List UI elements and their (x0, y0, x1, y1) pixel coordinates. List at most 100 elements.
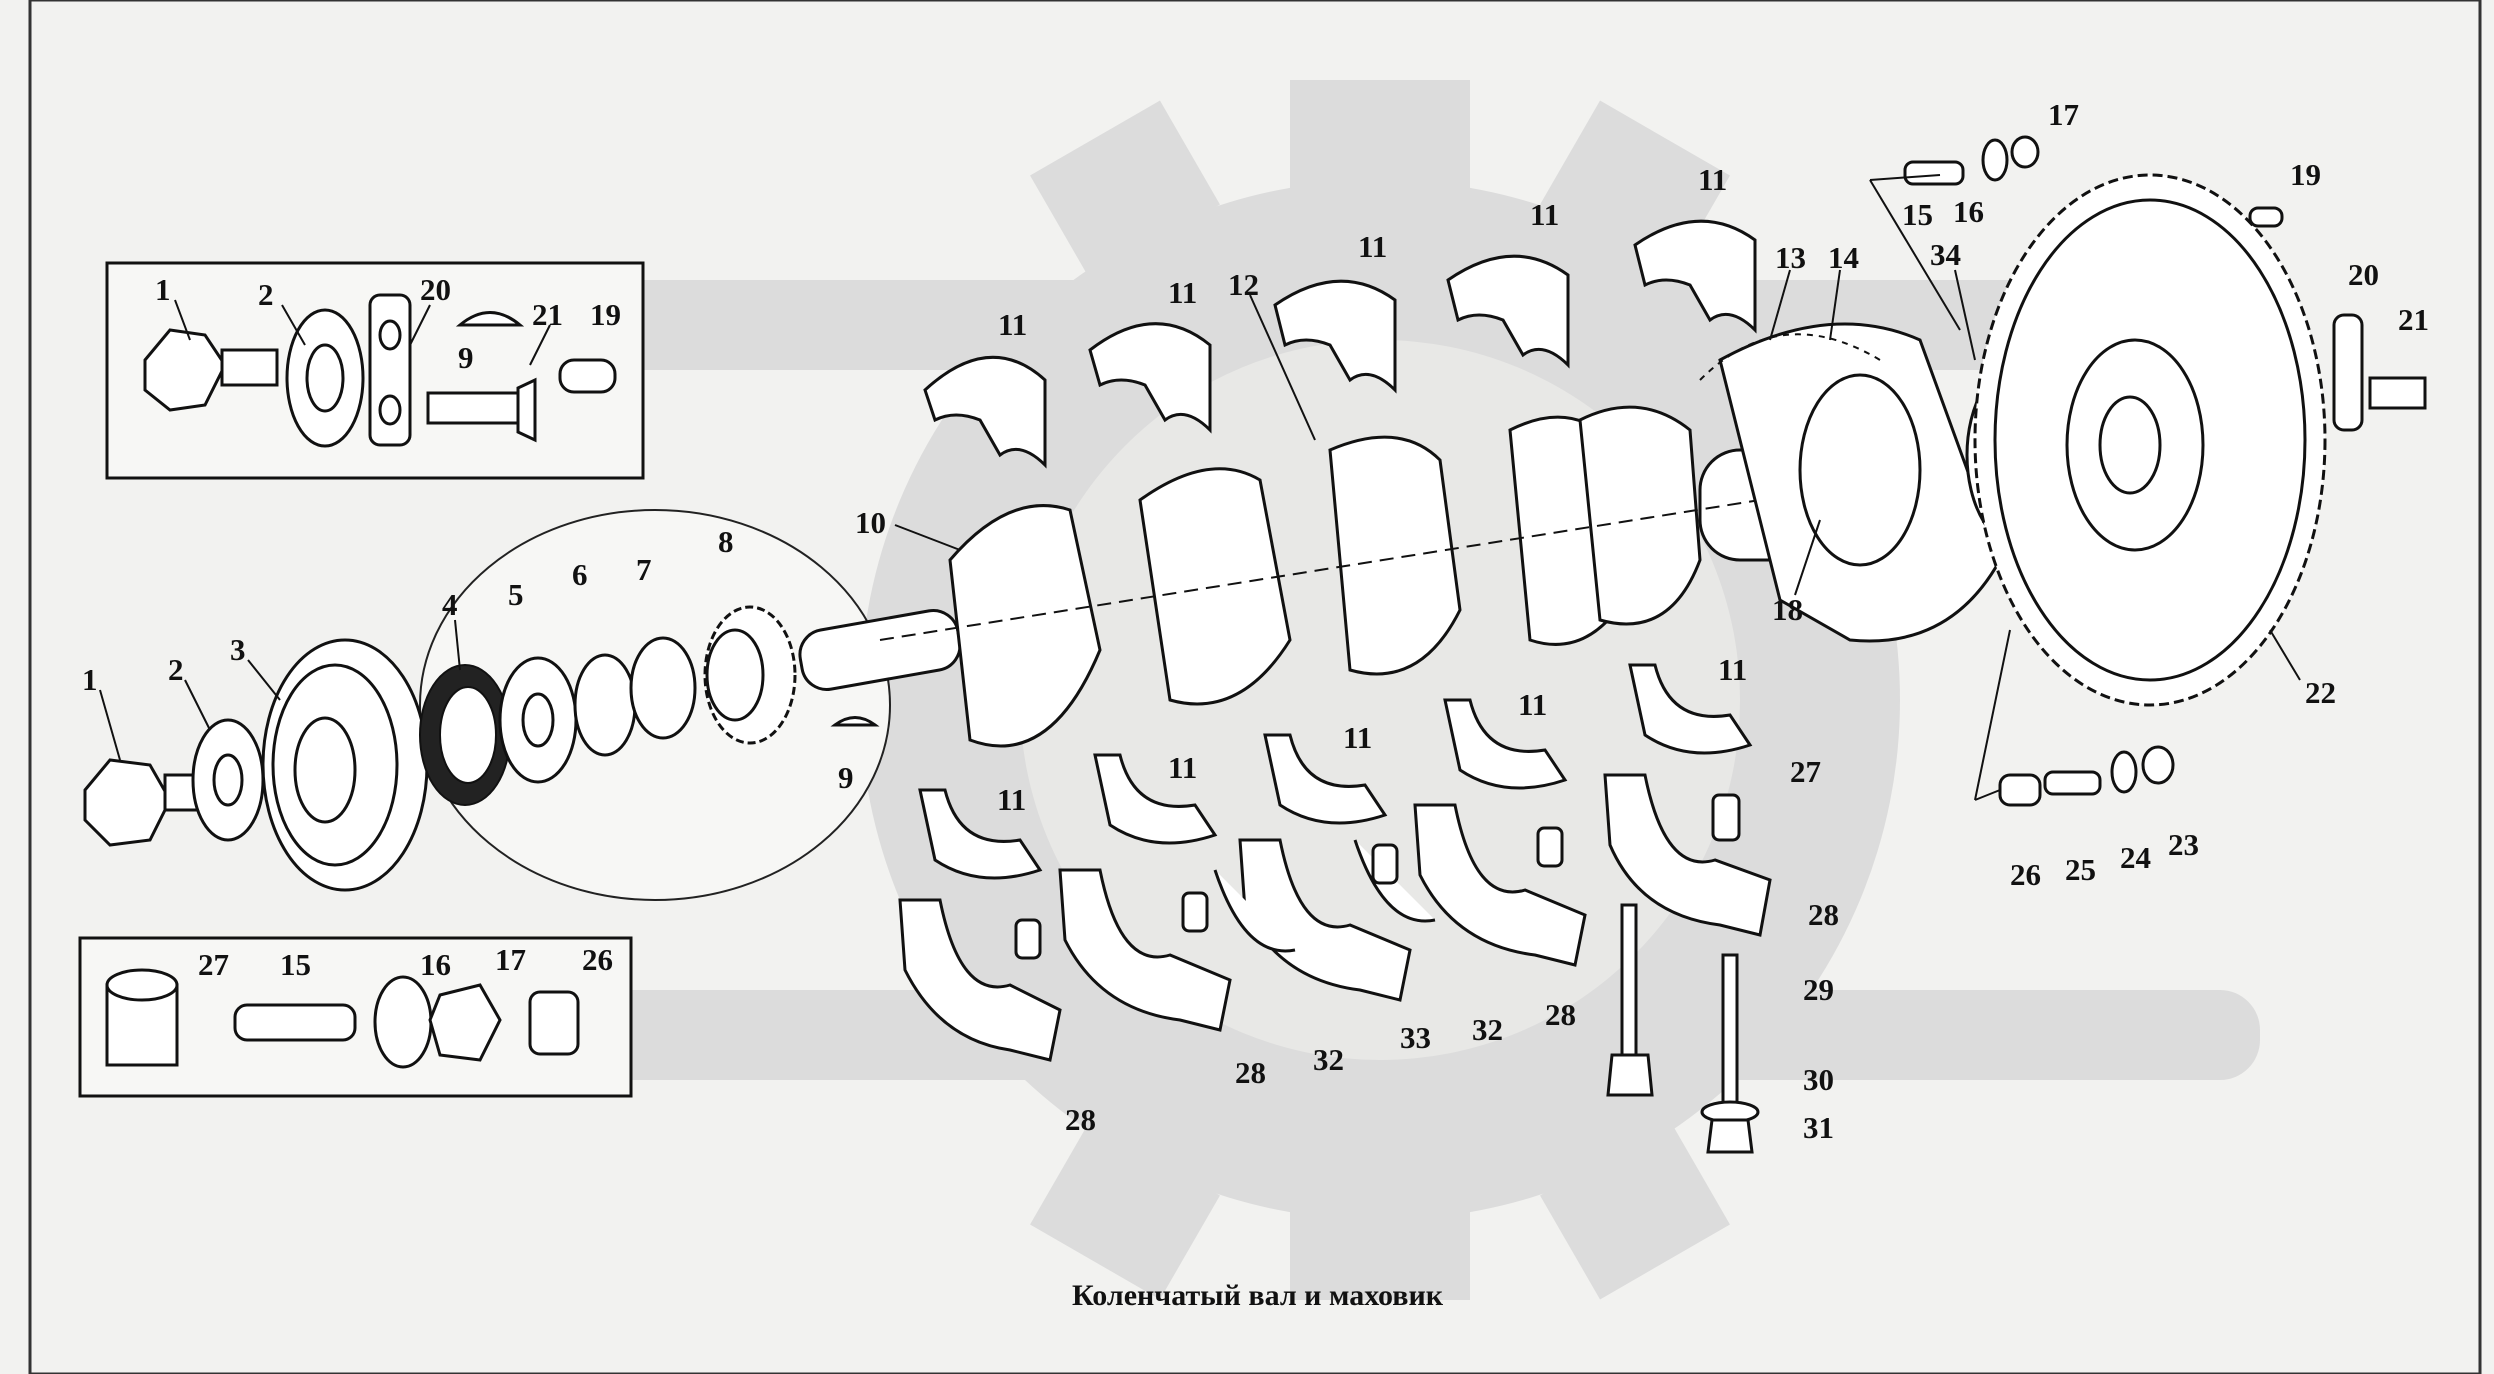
flywheel-stud (1903, 160, 1965, 186)
label-16: 16 (420, 947, 451, 982)
label-19: 19 (2290, 157, 2321, 192)
label-15: 15 (1902, 197, 1933, 232)
leader-lines (99, 174, 2301, 801)
label-26: 26 (2010, 857, 2041, 892)
timing-gear (703, 605, 797, 745)
washer-part (285, 308, 365, 448)
label-1: 1 (82, 662, 98, 697)
stud-part (233, 1003, 357, 1042)
label-10: 10 (855, 505, 886, 540)
flywheel-washer (1981, 138, 2009, 182)
lock-plate-rear (2332, 313, 2364, 432)
label-26: 26 (582, 942, 613, 977)
label-27: 27 (198, 947, 229, 982)
label-31: 31 (1803, 1110, 1834, 1145)
label-12: 12 (1228, 267, 1259, 302)
bushing-rear (1998, 773, 2042, 807)
label-3: 3 (230, 632, 246, 667)
label-11: 11 (1168, 750, 1197, 785)
figure-caption: Коленчатый вал и маховик (1072, 1279, 1444, 1312)
dowel-sleeve (1536, 826, 1564, 868)
label-23: 23 (2168, 827, 2199, 862)
label-28: 28 (1065, 1102, 1096, 1137)
dowel-pin (2248, 206, 2284, 228)
label-21: 21 (2398, 302, 2429, 337)
crankshaft-pulley (261, 638, 429, 892)
label-29: 29 (1803, 972, 1834, 1007)
dowel-sleeve (1014, 918, 1042, 960)
bolt-rear (2368, 376, 2427, 410)
main-cap-bolt (1606, 903, 1654, 1097)
key-part (455, 311, 525, 327)
label-4: 4 (442, 587, 458, 622)
label-11: 11 (1168, 275, 1197, 310)
label-24: 24 (2120, 840, 2151, 875)
main-bearing-caps (898, 773, 1772, 1062)
inset-box-bottom (78, 936, 633, 1098)
lock-plate-part (368, 293, 412, 447)
label-11: 11 (1698, 162, 1727, 197)
label-21: 21 (532, 297, 563, 332)
ratchet-nut-part (143, 328, 279, 412)
label-33: 33 (1400, 1020, 1431, 1055)
bolt-part (426, 377, 537, 443)
label-11: 11 (1358, 229, 1387, 264)
label-17: 17 (2048, 97, 2079, 132)
dowel-sleeve (1711, 793, 1741, 842)
label-19: 19 (590, 297, 621, 332)
label-22: 22 (2305, 675, 2336, 710)
label-11: 11 (1518, 687, 1547, 722)
label-9: 9 (838, 760, 854, 795)
label-9: 9 (458, 340, 474, 375)
label-6: 6 (572, 557, 588, 592)
label-2: 2 (258, 277, 274, 312)
label-25: 25 (2065, 852, 2096, 887)
label-20: 20 (2348, 257, 2379, 292)
sleeve-part (528, 990, 580, 1056)
label-28: 28 (1545, 997, 1576, 1032)
label-7: 7 (636, 552, 652, 587)
label-11: 11 (998, 307, 1027, 342)
label-28: 28 (1808, 897, 1839, 932)
flywheel-nut (2010, 135, 2040, 169)
label-32: 32 (1313, 1042, 1344, 1077)
label-20: 20 (420, 272, 451, 307)
nut-rear (2141, 745, 2175, 785)
dowel-sleeve (1181, 891, 1209, 933)
sleeve-ring (629, 636, 697, 740)
label-11: 11 (1718, 652, 1747, 687)
label-27: 27 (1790, 754, 1821, 789)
label-13: 13 (1775, 240, 1806, 275)
front-washer (191, 718, 265, 842)
label-14: 14 (1828, 240, 1859, 275)
washer-rear (2110, 750, 2138, 794)
flywheel (1973, 173, 2327, 707)
label-30: 30 (1803, 1062, 1834, 1097)
label-11: 11 (997, 782, 1026, 817)
part-number-labels: 1 2 20 9 21 19 27 15 16 17 26 1 2 3 4 5 … (82, 97, 2429, 1145)
bushing-part (105, 968, 179, 1067)
label-28: 28 (1235, 1055, 1266, 1090)
crankshaft (798, 405, 1812, 748)
thrust-half-washer (1213, 869, 1296, 953)
label-32: 32 (1472, 1012, 1503, 1047)
lower-main-bearing-shells (918, 663, 1753, 880)
label-11: 11 (1530, 197, 1559, 232)
washer-part (373, 975, 433, 1069)
oil-seal (419, 664, 511, 806)
pin-part (558, 358, 617, 394)
label-34: 34 (1930, 237, 1961, 272)
label-11: 11 (1343, 720, 1372, 755)
dowel-sleeve (1371, 843, 1399, 885)
inset-box-top (105, 261, 645, 480)
upper-main-bearing-shells (923, 219, 1757, 469)
spacer-ring (573, 653, 637, 757)
stud-rear (2043, 770, 2102, 796)
key-part (830, 716, 880, 727)
label-5: 5 (508, 577, 524, 612)
label-1: 1 (155, 272, 171, 307)
main-cap-bolt (1700, 953, 1760, 1154)
label-18: 18 (1772, 592, 1803, 627)
